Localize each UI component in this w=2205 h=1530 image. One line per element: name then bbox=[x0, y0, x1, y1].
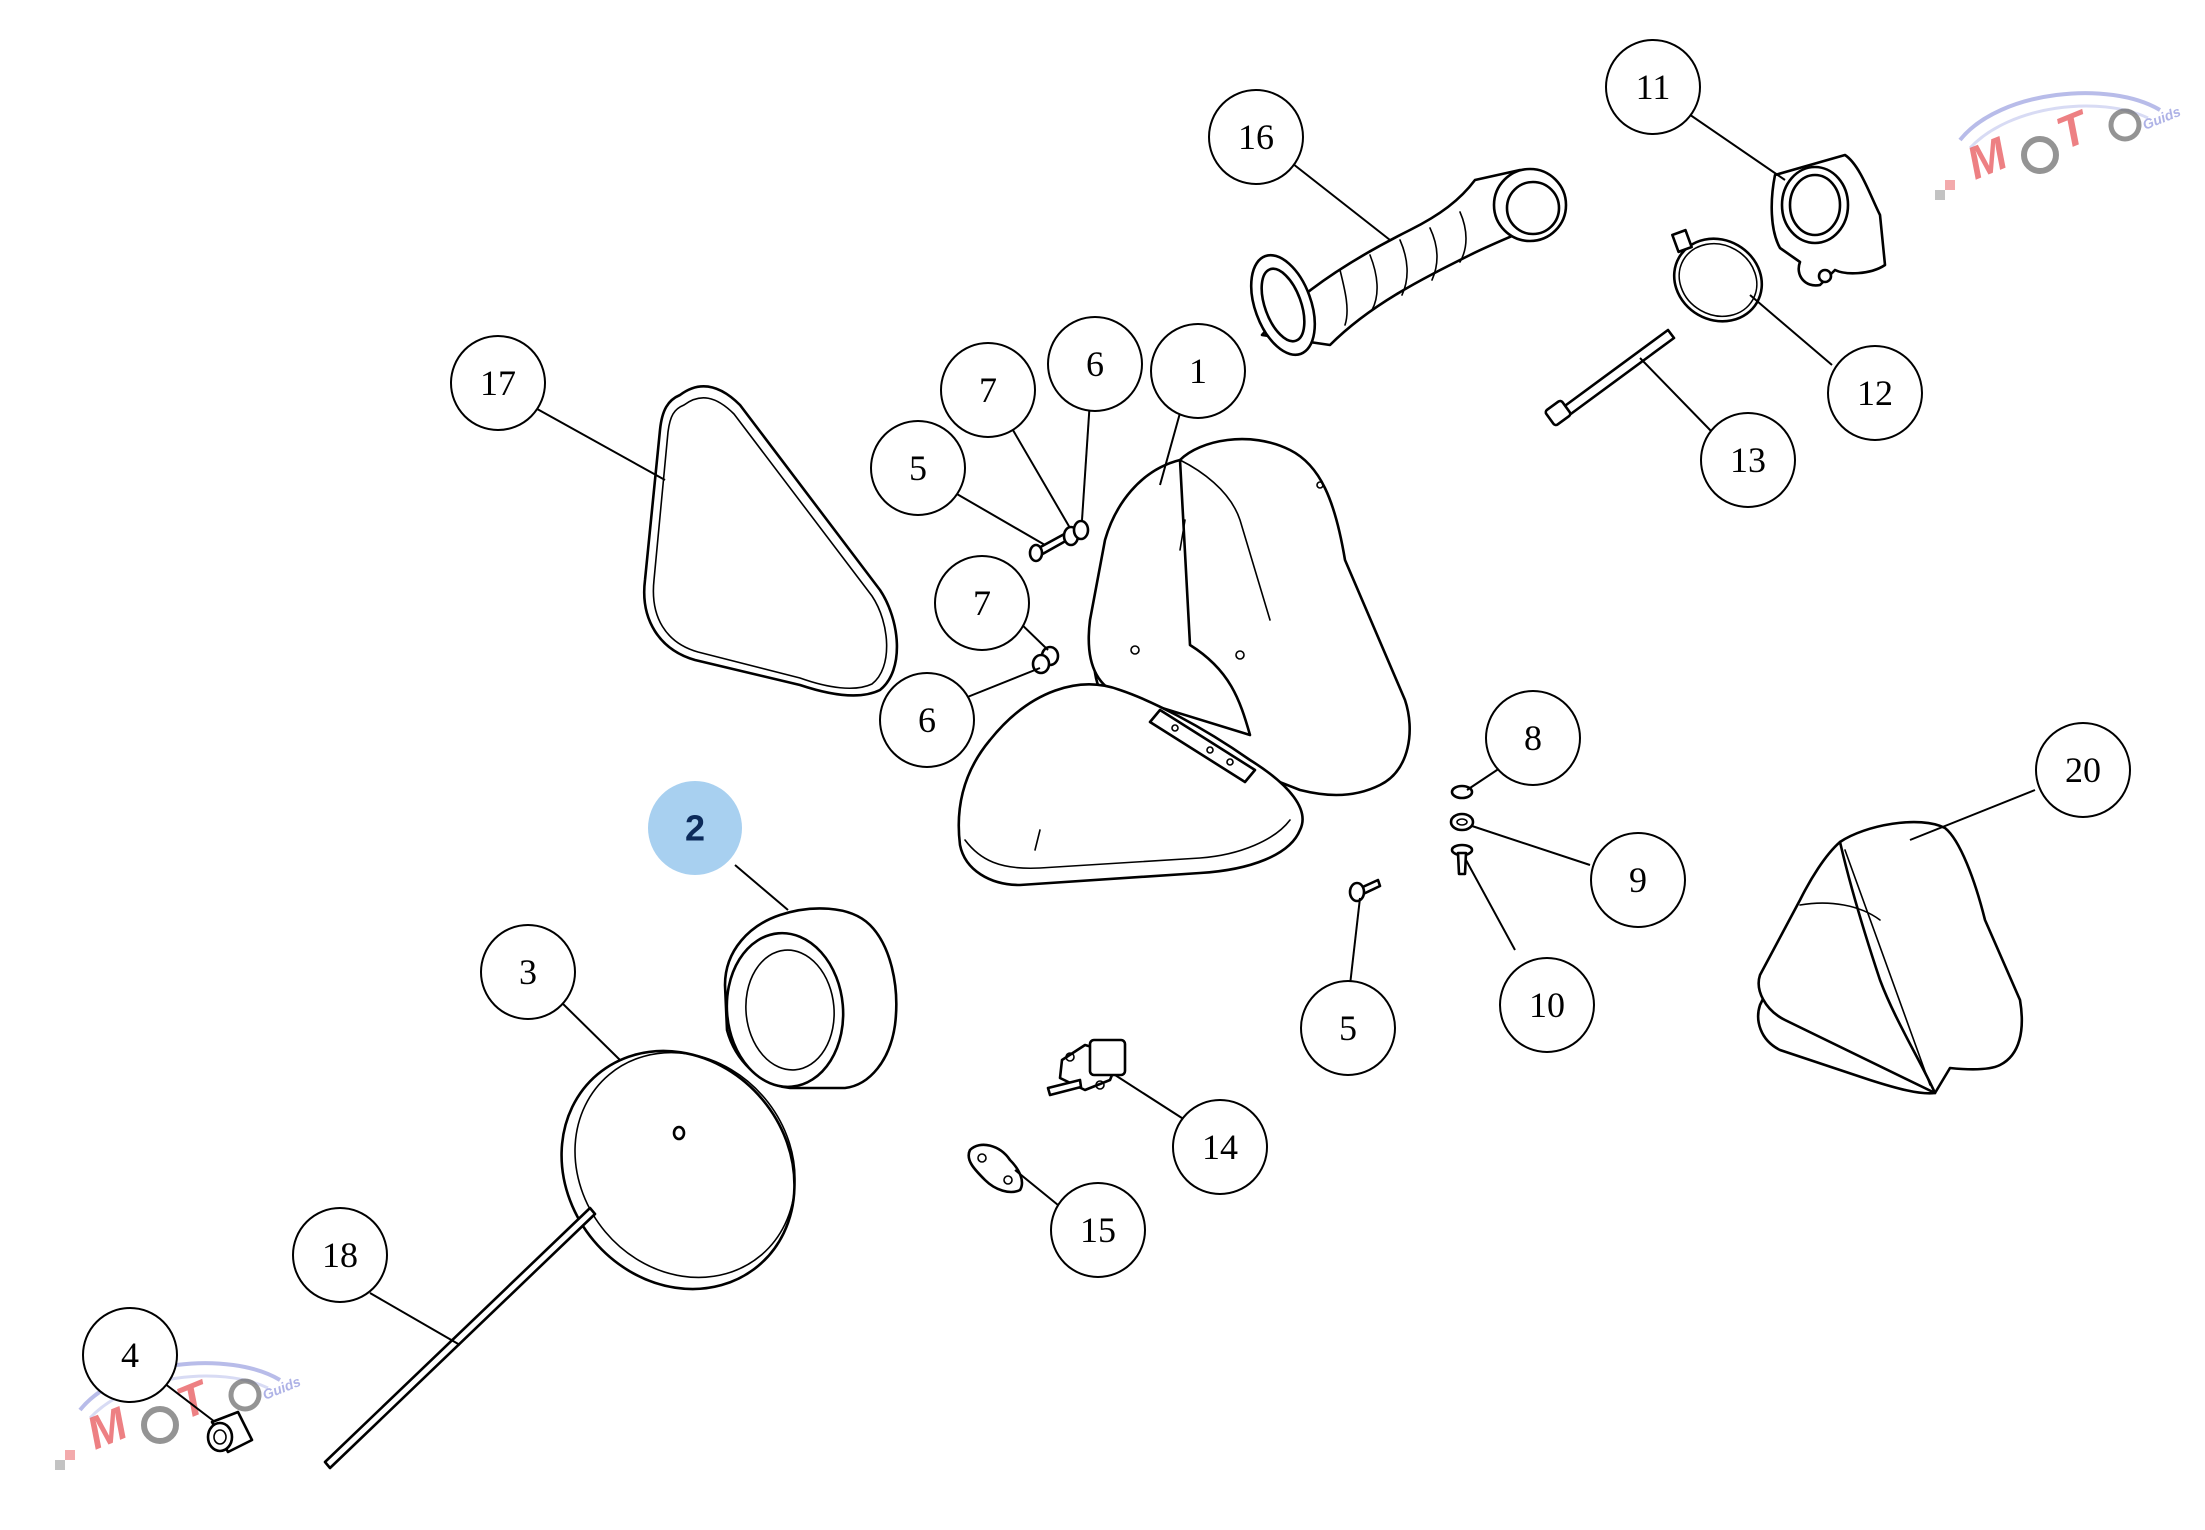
callout-8[interactable]: 8 bbox=[1485, 690, 1581, 786]
leader-8 bbox=[1466, 767, 1501, 791]
leader-5a bbox=[949, 489, 1046, 546]
leader-17 bbox=[529, 404, 666, 481]
part-15-sensor-gasket bbox=[967, 1143, 1024, 1194]
callout-17[interactable]: 17 bbox=[450, 335, 546, 431]
svg-text:12: 12 bbox=[1857, 373, 1893, 413]
leader-14 bbox=[1114, 1074, 1186, 1121]
leader-18 bbox=[369, 1292, 461, 1346]
part-3-filter-plate bbox=[560, 1049, 796, 1291]
callout-4[interactable]: 4 bbox=[82, 1307, 178, 1403]
part-6-washer-top bbox=[1072, 519, 1090, 541]
svg-text:11: 11 bbox=[1636, 67, 1671, 107]
svg-text:6: 6 bbox=[1086, 344, 1104, 384]
part-2-air-filter bbox=[723, 907, 898, 1090]
svg-text:5: 5 bbox=[1339, 1008, 1357, 1048]
leader-3 bbox=[556, 997, 621, 1061]
callout-10[interactable]: 10 bbox=[1499, 957, 1595, 1053]
svg-text:16: 16 bbox=[1238, 117, 1274, 157]
callout-14[interactable]: 14 bbox=[1172, 1099, 1268, 1195]
svg-text:9: 9 bbox=[1629, 860, 1647, 900]
callout-15[interactable]: 15 bbox=[1050, 1182, 1146, 1278]
callout-20[interactable]: 20 bbox=[2035, 722, 2131, 818]
callout-5-lower[interactable]: 5 bbox=[1300, 980, 1396, 1076]
leader-6a bbox=[1081, 399, 1091, 521]
svg-text:7: 7 bbox=[973, 583, 991, 623]
watermark-logo-top-right bbox=[1935, 93, 2183, 200]
part-5-screw-top bbox=[1028, 530, 1073, 563]
callout-5-top[interactable]: 5 bbox=[870, 420, 966, 516]
svg-text:10: 10 bbox=[1529, 985, 1565, 1025]
callout-6-top[interactable]: 6 bbox=[1047, 316, 1143, 412]
callout-11[interactable]: 11 bbox=[1605, 39, 1701, 135]
part-13-long-bolt bbox=[1544, 328, 1676, 427]
svg-text:5: 5 bbox=[909, 448, 927, 488]
leader-4 bbox=[159, 1379, 216, 1423]
callout-6-middle[interactable]: 6 bbox=[879, 672, 975, 768]
part-5-screw-lower bbox=[1348, 878, 1382, 903]
callout-1[interactable]: 1 bbox=[1150, 323, 1246, 419]
svg-text:20: 20 bbox=[2065, 750, 2101, 790]
leader-lines bbox=[159, 109, 2036, 1423]
svg-text:15: 15 bbox=[1080, 1210, 1116, 1250]
leader-10 bbox=[1465, 859, 1516, 951]
callout-12[interactable]: 12 bbox=[1827, 345, 1923, 441]
svg-text:4: 4 bbox=[121, 1335, 139, 1375]
svg-text:3: 3 bbox=[519, 952, 537, 992]
svg-text:13: 13 bbox=[1730, 440, 1766, 480]
callout-2-highlighted[interactable]: 2 bbox=[648, 781, 742, 875]
svg-text:6: 6 bbox=[918, 700, 936, 740]
leader-16 bbox=[1287, 159, 1391, 241]
leader-7a bbox=[1009, 424, 1071, 529]
part-10-bolt bbox=[1450, 843, 1474, 876]
callout-7-middle[interactable]: 7 bbox=[934, 555, 1030, 651]
callout-7-top[interactable]: 7 bbox=[940, 342, 1036, 438]
svg-text:14: 14 bbox=[1202, 1127, 1238, 1167]
callout-18[interactable]: 18 bbox=[292, 1207, 388, 1303]
svg-text:7: 7 bbox=[979, 370, 997, 410]
part-9-grommet bbox=[1449, 812, 1475, 832]
svg-text:17: 17 bbox=[480, 363, 516, 403]
leader-2 bbox=[734, 864, 789, 911]
callout-9[interactable]: 9 bbox=[1590, 832, 1686, 928]
callout-13[interactable]: 13 bbox=[1700, 412, 1796, 508]
part-4-nut bbox=[206, 1410, 254, 1454]
part-1-airbox-housing bbox=[1087, 437, 1411, 797]
part-18-rod bbox=[323, 1206, 597, 1470]
part-20-cover bbox=[1756, 820, 2024, 1095]
leader-13 bbox=[1639, 357, 1713, 433]
leader-9 bbox=[1471, 825, 1591, 866]
part-14-sensor bbox=[1046, 1038, 1127, 1097]
svg-text:2: 2 bbox=[685, 808, 705, 849]
callout-3[interactable]: 3 bbox=[480, 924, 576, 1020]
part-17-gasket bbox=[642, 385, 899, 697]
part-12-hose-clamp bbox=[1671, 228, 1764, 323]
leader-12 bbox=[1749, 294, 1833, 366]
leader-5b bbox=[1349, 897, 1361, 986]
leader-15 bbox=[1014, 1169, 1059, 1206]
svg-text:8: 8 bbox=[1524, 718, 1542, 758]
part-16-intake-hose bbox=[1249, 167, 1568, 357]
leader-20 bbox=[1909, 789, 2036, 841]
part-airbox-lid bbox=[957, 683, 1304, 887]
leader-6b bbox=[959, 667, 1041, 701]
svg-text:18: 18 bbox=[322, 1235, 358, 1275]
callout-16[interactable]: 16 bbox=[1208, 89, 1304, 185]
svg-text:1: 1 bbox=[1189, 351, 1207, 391]
part-11-throttle-body-bracket bbox=[1770, 153, 1887, 287]
leader-11 bbox=[1682, 109, 1786, 181]
